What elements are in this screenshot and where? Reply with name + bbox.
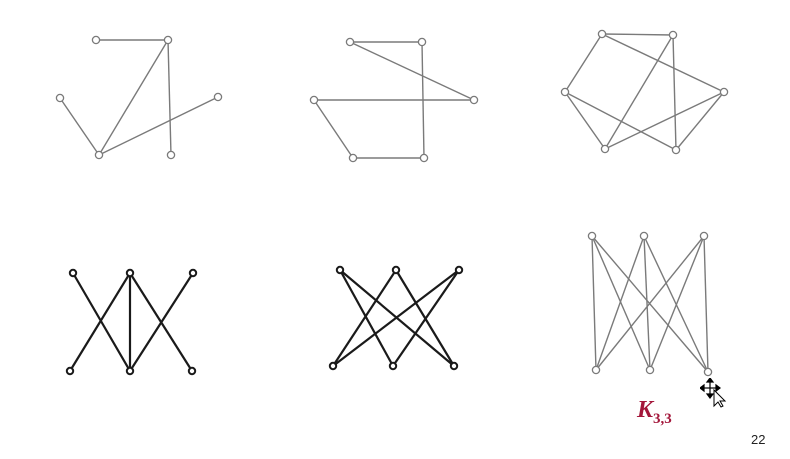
graph-edge (643, 235, 651, 371)
graph-edge (332, 269, 460, 367)
graph-edge (69, 272, 131, 372)
graph-edge (313, 99, 354, 159)
graph-5 (328, 265, 464, 371)
graph-vertex (668, 30, 678, 40)
graph-vertex (163, 35, 173, 45)
graph-edge (392, 269, 460, 367)
k33-label-subscript: 3,3 (653, 411, 672, 427)
graph-edge (564, 33, 603, 93)
graph-edge (59, 97, 100, 156)
graph-vertex (213, 92, 223, 102)
graph-edge (672, 34, 677, 151)
graph-6-k33 (587, 231, 713, 377)
graph-vertex (166, 150, 176, 160)
graph-edge (591, 235, 651, 371)
graph-vertex (55, 93, 65, 103)
graph-vertex (345, 37, 355, 47)
graph-edge (591, 235, 597, 371)
graph-vertex (417, 37, 427, 47)
graph-vertex (348, 153, 358, 163)
graph-vertex (419, 153, 429, 163)
graph-vertex (125, 366, 135, 376)
graph-vertex (600, 144, 610, 154)
graph-vertex (454, 265, 464, 275)
graph-vertex (125, 268, 135, 278)
graph-edge (98, 39, 169, 156)
graph-edge (167, 39, 172, 156)
graph-edge (649, 235, 705, 371)
graph-vertex (671, 145, 681, 155)
graph-edge (129, 272, 194, 372)
graph-vertex (391, 265, 401, 275)
graph-vertex (591, 365, 601, 375)
k33-label: K3,3 (637, 397, 672, 427)
graph-edge (703, 235, 709, 373)
graph-vertex (187, 366, 197, 376)
graph-vertex (388, 361, 398, 371)
graph-edge (332, 269, 397, 367)
graph-vertex (309, 95, 319, 105)
graph-edge (595, 235, 645, 371)
graph-edge (421, 41, 425, 159)
graph-edge (339, 269, 394, 367)
graph-edge (601, 33, 725, 93)
graph-vertex (560, 87, 570, 97)
graph-vertex (188, 268, 198, 278)
graph-vertex (587, 231, 597, 241)
move-arrow-cursor-icon (700, 378, 727, 408)
graph-vertex (719, 87, 729, 97)
graph-vertex (703, 367, 713, 377)
graph-edge (98, 96, 219, 156)
page-number: 22 (751, 432, 766, 447)
graph-vertex (699, 231, 709, 241)
graph-edge (72, 272, 131, 372)
graph-edge (604, 34, 674, 150)
graph-vertex (91, 35, 101, 45)
graph-vertex (335, 265, 345, 275)
graph-2 (309, 37, 479, 163)
graph-edge (675, 91, 725, 151)
k33-label-main: K (637, 397, 654, 423)
graph-vertex (639, 231, 649, 241)
graph-vertex (597, 29, 607, 39)
graph-edge (564, 91, 606, 150)
graph-edge (604, 91, 725, 150)
graph-3 (560, 29, 729, 155)
graph-vertex (328, 361, 338, 371)
graph-edge (349, 41, 475, 101)
graph-vertex (65, 366, 75, 376)
graph-vertex (68, 268, 78, 278)
graph-vertex (645, 365, 655, 375)
graph-1 (55, 35, 223, 160)
graph-edge (601, 33, 674, 36)
graph-edge (595, 235, 705, 371)
graph-edge (564, 91, 677, 151)
graph-vertex (469, 95, 479, 105)
graph-4 (65, 268, 198, 376)
graph-vertex (449, 361, 459, 371)
graph-vertex (94, 150, 104, 160)
